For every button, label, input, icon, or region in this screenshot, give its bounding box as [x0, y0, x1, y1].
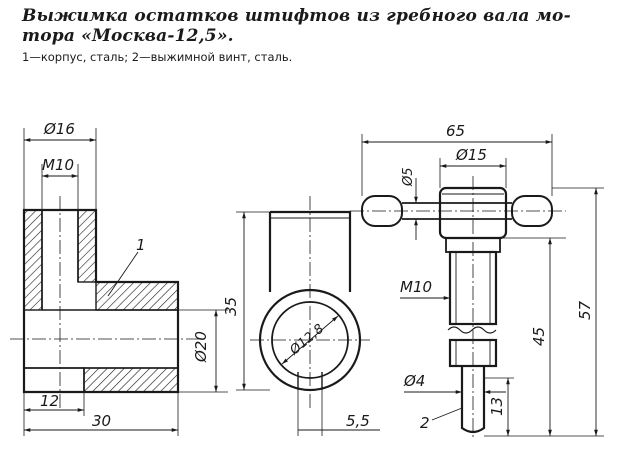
dim-65: 65: [446, 122, 465, 140]
dim-30: 30: [92, 412, 111, 430]
title-line-1: Выжимка остатков штифтов из гребного вал…: [22, 6, 571, 26]
dim-d5: Ø5: [401, 167, 416, 187]
figure-caption: 1—корпус, сталь; 2—выжимной винт, сталь.: [22, 50, 293, 64]
title-line-2: тора «Москва-12,5».: [22, 26, 234, 46]
dim-d15: Ø15: [455, 146, 487, 164]
screw-view: [350, 134, 604, 440]
body-side-view: [236, 196, 380, 436]
dim-m10-left: M10: [42, 156, 74, 174]
figure-title: Выжимка остатков штифтов из гребного вал…: [22, 6, 622, 46]
dim-d16: Ø16: [43, 120, 75, 138]
dim-5-5: 5,5: [346, 412, 370, 430]
body-wall-bottom: [83, 367, 179, 393]
body-section-view: [10, 128, 228, 436]
dim-d4: Ø4: [403, 372, 425, 390]
dim-m10-right: M10: [400, 278, 432, 296]
body-wall-left: [23, 209, 43, 311]
body-wall-right: [77, 209, 97, 283]
dim-d20: Ø20: [192, 331, 210, 363]
dim-35: 35: [222, 297, 240, 316]
part-label-1: 1: [136, 236, 146, 254]
dim-57: 57: [576, 300, 594, 320]
dim-12: 12: [40, 392, 59, 410]
part-label-2: 2: [420, 414, 430, 432]
dim-45: 45: [530, 327, 548, 346]
dim-13: 13: [488, 397, 506, 416]
